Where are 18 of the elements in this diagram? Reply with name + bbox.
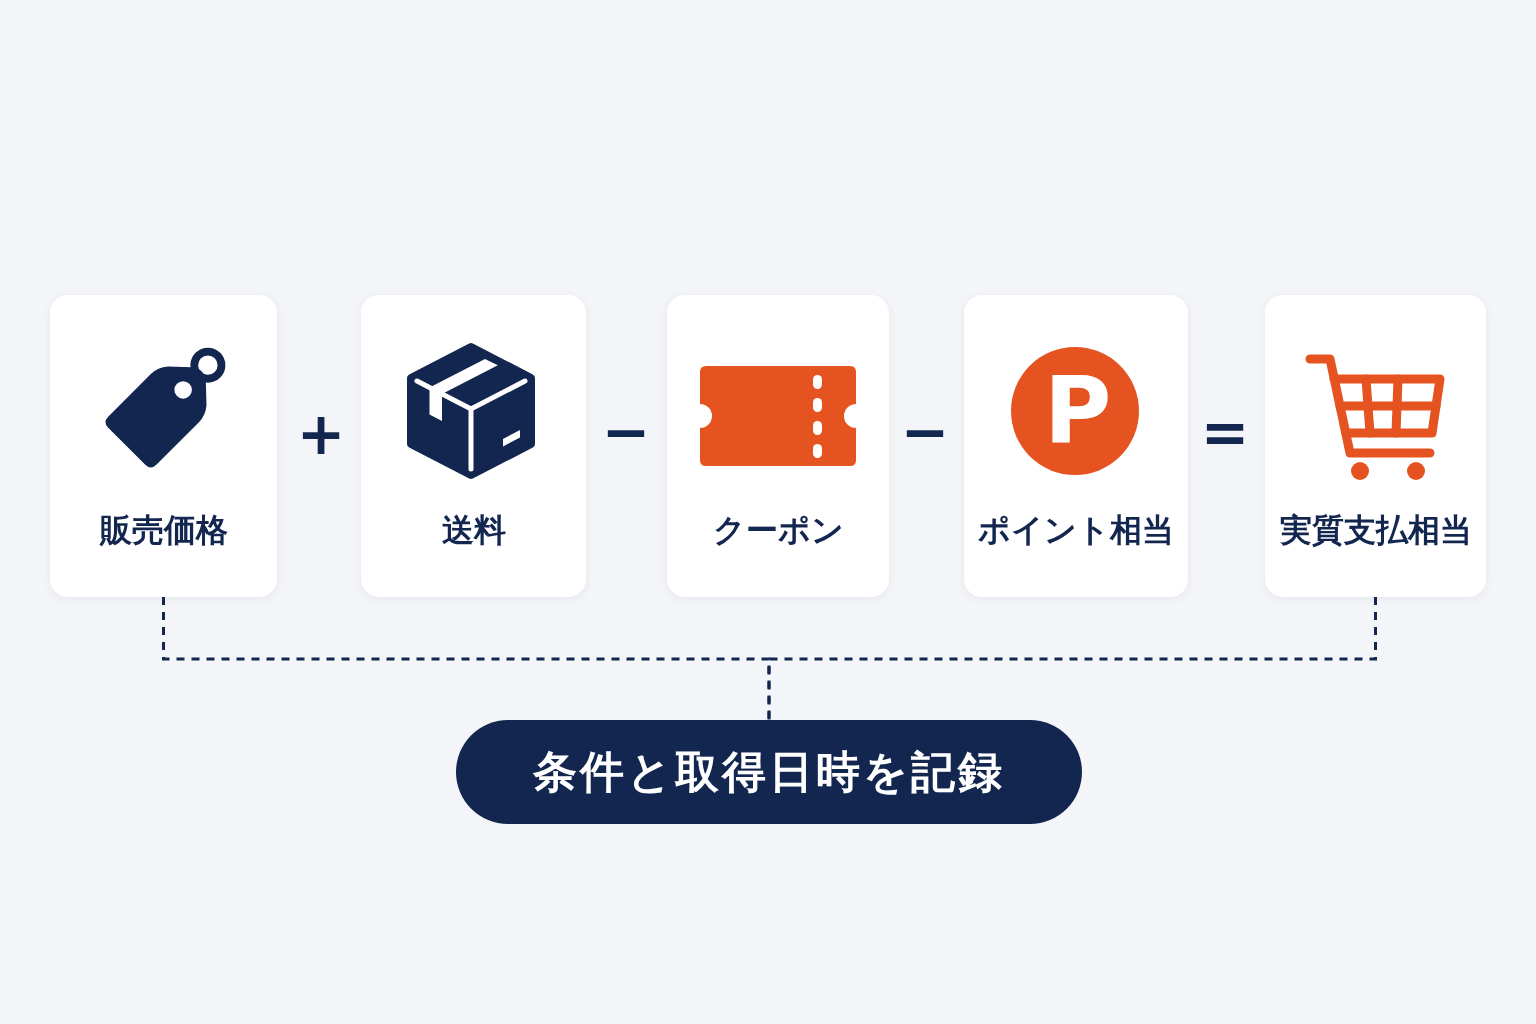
dashed-connector <box>162 597 771 720</box>
card-label: クーポン <box>711 510 845 551</box>
dashed-connector <box>767 597 1377 720</box>
plus-sign: + <box>295 399 347 469</box>
card-label: 実質支払相当 <box>1278 510 1473 551</box>
card <box>667 295 889 597</box>
minus-sign: − <box>899 397 951 467</box>
card-label: ポイント相当 <box>977 510 1175 551</box>
equals-sign: = <box>1199 397 1251 467</box>
card-label: 販売価格 <box>98 510 229 551</box>
card-label: 送料 <box>440 510 507 551</box>
card <box>50 295 277 597</box>
card <box>1265 295 1486 597</box>
card <box>964 295 1188 597</box>
banner-text: 条件と取得日時を記録 <box>532 745 1006 799</box>
minus-sign: − <box>600 397 652 467</box>
card <box>361 295 586 597</box>
coin-letter: P <box>1044 369 1110 453</box>
